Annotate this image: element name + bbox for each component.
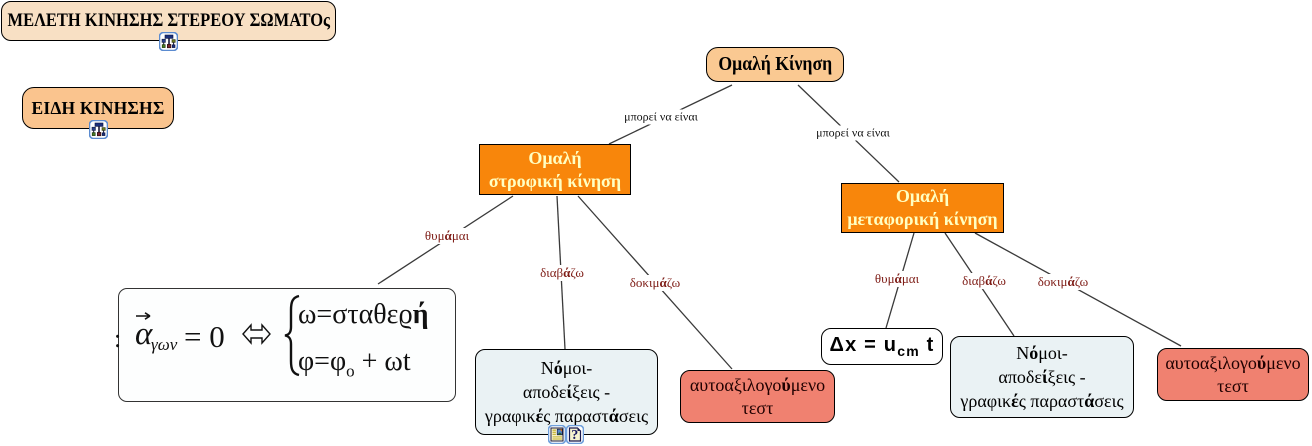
- svg-text:?: ?: [571, 428, 578, 443]
